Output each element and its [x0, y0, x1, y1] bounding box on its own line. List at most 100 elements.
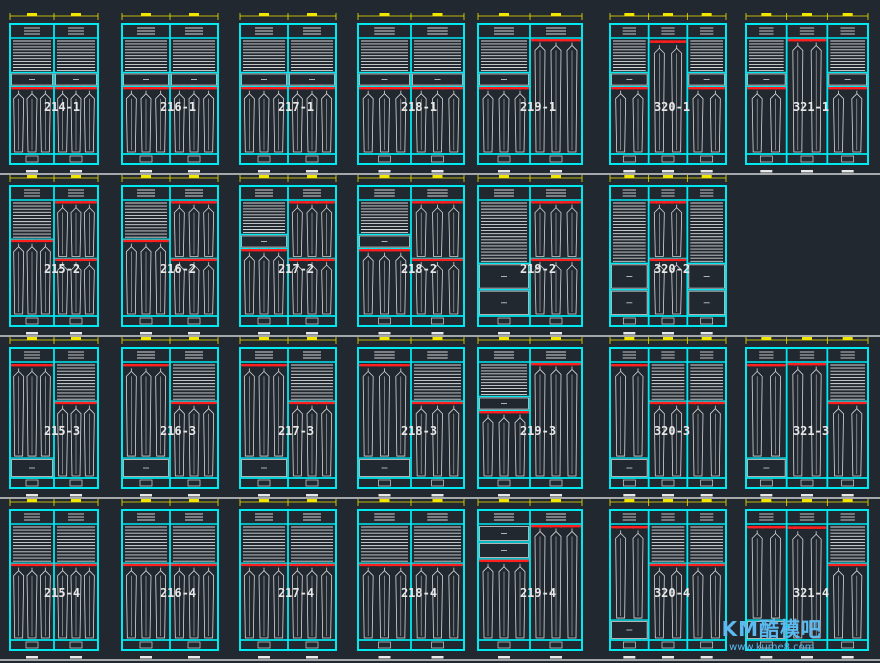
rod-knob [549, 258, 553, 262]
bottom-caption-mark [662, 656, 674, 659]
rod-knob [639, 363, 643, 367]
plinth-drawer [187, 155, 201, 163]
rod-knob [248, 563, 252, 567]
rod-knob [367, 563, 370, 567]
unit-label: 320-4 [654, 586, 690, 600]
garment-icon [273, 567, 285, 639]
bottom-caption-mark [700, 332, 713, 335]
rod-knob [267, 248, 271, 252]
rod-knob [631, 363, 635, 367]
drawer-front [828, 73, 867, 86]
rod-knob [388, 248, 392, 252]
rod-knob [716, 563, 720, 567]
rod-knob [430, 86, 434, 90]
garment-icon [243, 368, 255, 457]
garment-icon [125, 567, 137, 639]
rod-knob [539, 38, 542, 42]
rod-knob [267, 563, 271, 567]
garment-icon [692, 405, 704, 477]
garment-icon [653, 405, 665, 477]
wardrobe-unit-214-1: 214-1 [9, 13, 99, 173]
drawer-front [611, 73, 648, 86]
plinth-drawer [139, 155, 153, 163]
bottom-caption-mark [498, 656, 510, 659]
unit-label: 219-3 [520, 424, 556, 438]
rod-knob [139, 86, 143, 90]
garment-icon [321, 567, 333, 639]
rod-knob [858, 563, 862, 567]
wardrobe-unit-320-2: 320-2 [609, 175, 727, 335]
wardrobe-carcass [745, 347, 869, 489]
bottom-caption-mark [760, 494, 773, 497]
bottom-caption-mark [801, 494, 813, 497]
garment-icon [448, 262, 460, 315]
wardrobe-unit-217-3: 217-3 [239, 337, 337, 497]
rod-knob [430, 200, 434, 204]
garment-icon [306, 90, 318, 153]
garment-icon [188, 405, 200, 477]
rod-knob [207, 563, 210, 567]
garment-icon [273, 368, 285, 457]
wardrobe-unit-321-1: 321-1 [745, 13, 869, 173]
rod-knob [487, 86, 490, 90]
rod-knob [70, 258, 73, 262]
drawer-front [241, 235, 287, 248]
garment-icon [448, 204, 460, 257]
rod-knob [539, 524, 542, 528]
garment-icon [550, 204, 562, 257]
rod-knob [296, 200, 299, 204]
rod-knob [441, 200, 445, 204]
bottom-caption-mark [306, 494, 318, 497]
drawer-front [241, 459, 287, 477]
plinth-drawer [257, 641, 271, 649]
rod-knob [325, 86, 328, 90]
plinth-drawer [497, 317, 511, 325]
unit-label: 218-4 [401, 586, 437, 600]
rod-knob [43, 563, 47, 567]
dimension-label-mark [27, 499, 37, 502]
rod-knob [624, 363, 627, 367]
rod-knob [377, 86, 381, 90]
rod-knob [441, 563, 445, 567]
rod-knob [139, 563, 143, 567]
rod-knob [277, 86, 280, 90]
rod-knob [178, 258, 182, 262]
garment-icon [432, 567, 443, 639]
rod-knob [296, 401, 299, 405]
unit-label: 216-4 [160, 586, 196, 600]
wardrobe-unit-320-4: 320-4 [609, 499, 727, 659]
wardrobe-unit-218-3: 218-3 [357, 337, 465, 497]
garment-icon [203, 567, 215, 639]
garment-icon [653, 204, 665, 257]
plinth-drawer [841, 479, 855, 487]
dimension-label-mark [307, 13, 317, 16]
rod-knob [655, 401, 658, 405]
dimension-label-mark [663, 13, 673, 16]
rod-knob [130, 239, 134, 243]
rod-knob [624, 86, 627, 90]
garment-icon [306, 567, 318, 639]
dimension-label-mark [761, 337, 772, 340]
rod-knob [420, 258, 423, 262]
garment-icon [566, 42, 578, 153]
rod-knob [834, 401, 837, 405]
rod-knob [518, 559, 521, 563]
garment-icon [671, 262, 683, 315]
bottom-caption-mark [498, 170, 510, 173]
dimension-label-mark [551, 175, 561, 178]
garment-icon [125, 368, 137, 457]
garment-icon [306, 204, 318, 257]
bottom-caption-mark [841, 494, 854, 497]
garment-icon [432, 204, 443, 257]
wardrobe-unit-219-1: 219-1 [477, 13, 583, 173]
wardrobe-unit-219-4: 219-4 [477, 499, 583, 659]
dimension-label-mark [307, 337, 317, 340]
rod-knob [858, 86, 862, 90]
rod-knob [709, 563, 712, 567]
rod-knob [631, 525, 635, 529]
rod-knob [452, 401, 455, 405]
dimension-label-mark [701, 175, 712, 178]
bottom-caption-mark [662, 332, 674, 335]
garment-icon [792, 42, 804, 153]
garment-icon [321, 204, 333, 257]
